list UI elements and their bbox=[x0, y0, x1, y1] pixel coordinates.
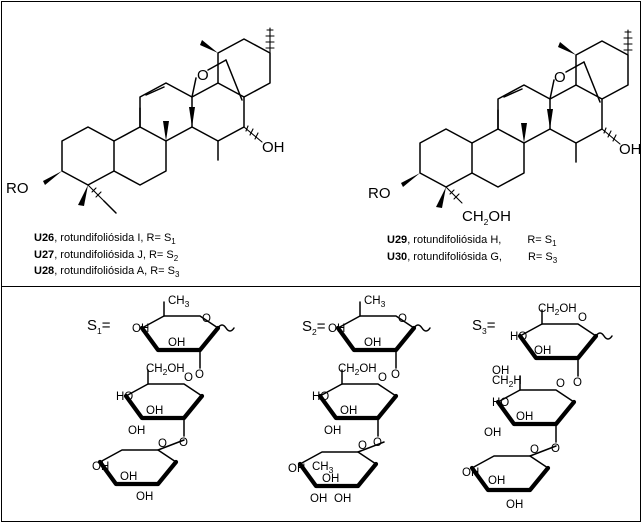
ether-o-left: O bbox=[197, 67, 209, 84]
sugar-s3: S3= CH2OH O HO OH O CH2H OH O HO OH OH O bbox=[462, 303, 613, 511]
svg-text:HO: HO bbox=[312, 391, 329, 403]
oh-label-left: OH bbox=[262, 139, 285, 156]
svg-text:CH2OH: CH2OH bbox=[538, 303, 577, 317]
svg-text:O: O bbox=[179, 437, 188, 449]
svg-text:CH2H: CH2H bbox=[492, 375, 522, 389]
svg-text:O: O bbox=[578, 312, 587, 324]
svg-text:O: O bbox=[573, 377, 582, 389]
svg-text:OH: OH bbox=[328, 323, 345, 335]
caption-u29: U29, rotundifoliósida H,R= S1 bbox=[387, 234, 557, 249]
svg-text:CH2OH: CH2OH bbox=[146, 363, 185, 377]
svg-text:O: O bbox=[398, 313, 407, 325]
svg-text:OH: OH bbox=[168, 337, 185, 349]
svg-text:OH: OH bbox=[534, 345, 551, 357]
svg-text:HO: HO bbox=[116, 391, 133, 403]
svg-text:S3=: S3= bbox=[472, 317, 496, 336]
svg-text:OH: OH bbox=[516, 411, 533, 423]
svg-text:OH: OH bbox=[364, 337, 381, 349]
ether-o-right: O bbox=[554, 69, 566, 86]
svg-text:OH: OH bbox=[492, 365, 509, 377]
oh-label-right: OH bbox=[619, 141, 642, 158]
sugar-s1: S1= O CH3 OH OH O CH2OH O HO OH OH O O O… bbox=[87, 295, 235, 503]
svg-text:O: O bbox=[195, 369, 204, 381]
svg-text:OH: OH bbox=[506, 499, 523, 511]
svg-text:O: O bbox=[158, 438, 167, 450]
svg-text:HO: HO bbox=[510, 331, 527, 343]
svg-text:OH: OH bbox=[132, 323, 149, 335]
svg-text:CH3: CH3 bbox=[168, 295, 190, 309]
svg-text:S2=: S2= bbox=[302, 318, 326, 337]
caption-u27: U27, rotundifoliósida J, R= S2 bbox=[34, 248, 179, 263]
svg-text:OH: OH bbox=[334, 493, 351, 505]
ro-label-right: RO bbox=[368, 185, 391, 202]
svg-text:O: O bbox=[358, 440, 367, 452]
svg-text:OH: OH bbox=[120, 471, 137, 483]
aglycone-right: RO O OH CH2OH bbox=[368, 29, 642, 227]
svg-text:O: O bbox=[378, 372, 387, 384]
svg-text:OH: OH bbox=[310, 493, 327, 505]
svg-text:O: O bbox=[184, 372, 193, 384]
svg-text:O: O bbox=[202, 313, 211, 325]
svg-text:O: O bbox=[551, 443, 560, 455]
svg-text:OH: OH bbox=[488, 475, 505, 487]
svg-text:OH: OH bbox=[322, 473, 339, 485]
svg-text:OH: OH bbox=[146, 405, 163, 417]
svg-text:O: O bbox=[556, 378, 565, 390]
svg-text:OH: OH bbox=[136, 491, 153, 503]
ch2oh-right: CH2OH bbox=[462, 208, 511, 227]
svg-text:CH3: CH3 bbox=[312, 461, 334, 475]
svg-text:O: O bbox=[530, 444, 539, 456]
aglycone-structures: RO O OH RO O OH CH2OH bbox=[6, 27, 642, 227]
caption-right: U29, rotundifoliósida H,R= S1 U30, rotun… bbox=[387, 234, 557, 267]
svg-text:OH: OH bbox=[462, 467, 479, 479]
ro-label-left: RO bbox=[6, 180, 29, 197]
svg-text:OH: OH bbox=[92, 461, 109, 473]
svg-text:S1=: S1= bbox=[87, 317, 111, 336]
sugar-s2: S2= O CH3 OH OH O CH2OH O HO OH OH O O O… bbox=[288, 295, 431, 505]
caption-u28: U28, rotundifoliósida A, R= S3 bbox=[34, 265, 180, 280]
svg-text:O: O bbox=[391, 369, 400, 381]
svg-text:O: O bbox=[373, 437, 382, 449]
svg-text:OH: OH bbox=[324, 425, 341, 437]
sugar-structures: S1= O CH3 OH OH O CH2OH O HO OH OH O O O… bbox=[87, 295, 613, 511]
svg-text:CH3: CH3 bbox=[364, 295, 386, 309]
svg-text:HO: HO bbox=[492, 397, 509, 409]
svg-text:OH: OH bbox=[484, 427, 501, 439]
svg-text:OH: OH bbox=[288, 463, 305, 475]
svg-text:OH: OH bbox=[340, 405, 357, 417]
caption-u26: U26, rotundifoliósida I, R= S1 bbox=[34, 232, 176, 247]
caption-left: U26, rotundifoliósida I, R= S1 U27, rotu… bbox=[34, 232, 179, 282]
svg-text:OH: OH bbox=[128, 425, 145, 437]
section-divider bbox=[1, 286, 641, 287]
svg-text:CH2OH: CH2OH bbox=[338, 363, 377, 377]
aglycone-left: RO O OH bbox=[6, 27, 285, 214]
caption-u30: U30, rotundifoliósida G,R= S3 bbox=[387, 250, 558, 265]
